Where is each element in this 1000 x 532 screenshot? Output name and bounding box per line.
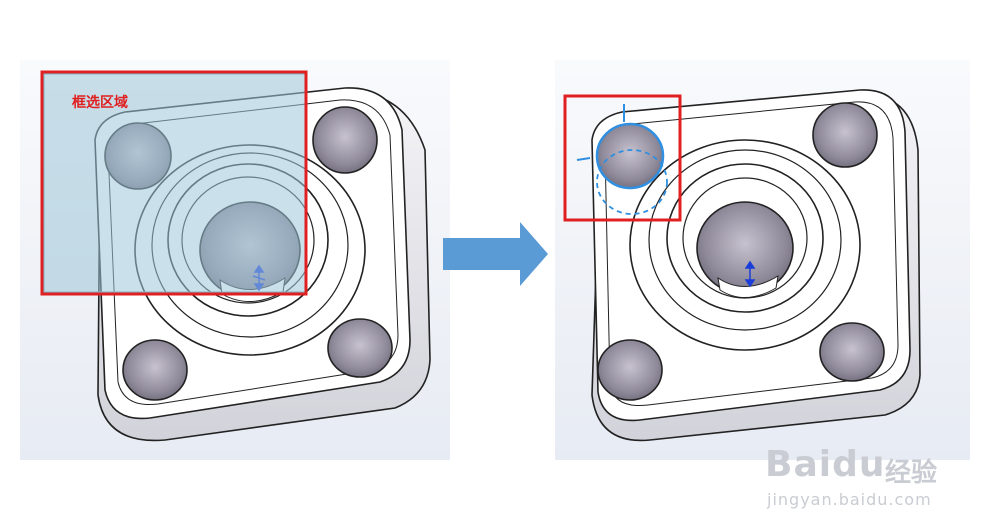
hole-bottom-right-right[interactable] <box>819 322 885 382</box>
watermark-url: jingyan.baidu.com <box>767 490 932 509</box>
hole-bottom-left[interactable] <box>122 339 188 401</box>
hole-bottom-left-right[interactable] <box>597 339 663 401</box>
watermark-brand: 经验 <box>885 458 938 488</box>
baidu-watermark: Baidu 经验 jingyan.baidu.com <box>765 440 985 520</box>
selected-hole-highlight[interactable] <box>576 104 668 215</box>
selection-label: 框选区域 <box>72 95 128 111</box>
watermark-logo: Baidu <box>765 444 886 485</box>
selection-box[interactable] <box>40 70 308 296</box>
hole-top-right-right[interactable] <box>812 102 878 168</box>
hole-bottom-right[interactable] <box>327 318 393 378</box>
arrow-right-icon <box>443 222 548 286</box>
selection-box-fill <box>43 73 307 293</box>
part-right[interactable] <box>591 89 921 442</box>
dimension-icon-right <box>744 260 756 288</box>
selection-box-right[interactable] <box>563 94 682 222</box>
bore-floor-right <box>717 275 779 298</box>
center-bore-right[interactable] <box>696 201 794 295</box>
hole-top-right[interactable] <box>312 106 378 174</box>
